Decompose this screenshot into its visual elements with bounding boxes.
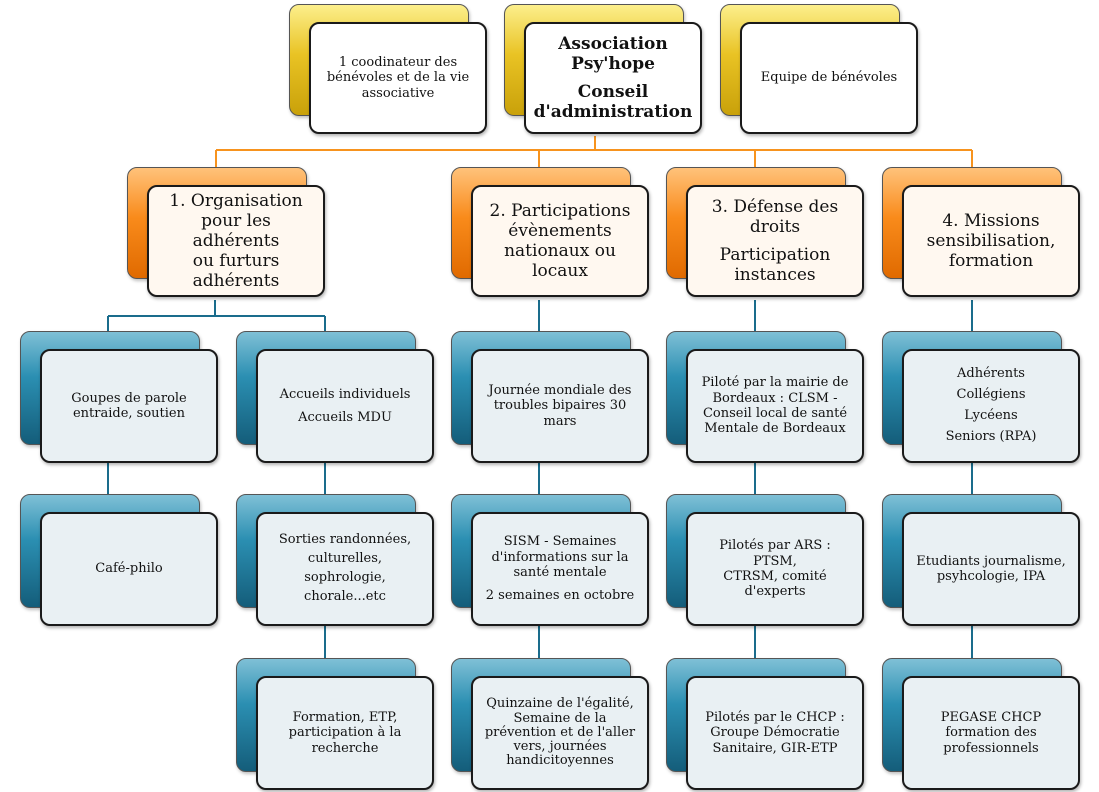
sism-text: SISM - Semaines d'informations sur la sa… [471, 512, 649, 626]
etudiants-text: Etudiants journalisme, psyhcologie, IPA [902, 512, 1080, 626]
sorties-text: Sorties randonnées, culturelles, sophrol… [256, 512, 434, 626]
volunteers-text: Equipe de bénévoles [740, 22, 918, 134]
axis-3-subtitle: Participation [719, 245, 831, 265]
ars-text: Pilotés par ARS : PTSM, CTRSM, comité d'… [686, 512, 864, 626]
chcp-text: Pilotés par le CHCP : Groupe Démocratie … [686, 676, 864, 790]
accueils-text: Accueils individuels Accueils MDU [256, 349, 434, 463]
coordinator-text: 1 coodinateur des bénévoles et de la vie… [309, 22, 487, 134]
axis-3-title: 3. Défense des droits Participation inst… [686, 185, 864, 297]
association-text: Association Psy'hope Conseil d'administr… [524, 22, 702, 134]
journee-text: Journée mondiale des troubles bipaires 3… [471, 349, 649, 463]
cafe-text: Café-philo [40, 512, 218, 626]
axis-2-title: 2. Participations évènements nationaux o… [471, 185, 649, 297]
mairie-text: Piloté par la mairie de Bordeaux : CLSM … [686, 349, 864, 463]
board-name: Conseil [577, 82, 649, 102]
axis-1-title: 1. Organisation pour les adhérents ou fu… [147, 185, 325, 297]
quinzaine-text: Quinzaine de l'égalité, Semaine de la pr… [471, 676, 649, 790]
groups-text: Goupes de parole entraide, soutien [40, 349, 218, 463]
axis1-connector [107, 300, 326, 660]
sism-note: 2 semaines en octobre [485, 588, 635, 604]
axis-4-title: 4. Missions sensibilisation, formation [902, 185, 1080, 297]
association-name: Association [558, 33, 668, 54]
formation-text: Formation, ETP, participation à la reche… [256, 676, 434, 790]
top-connector [215, 136, 973, 168]
pegase-text: PEGASE CHCP formation des professionnels [902, 676, 1080, 790]
publics-text: Adhérents Collégiens Lycéens Seniors (RP… [902, 349, 1080, 463]
